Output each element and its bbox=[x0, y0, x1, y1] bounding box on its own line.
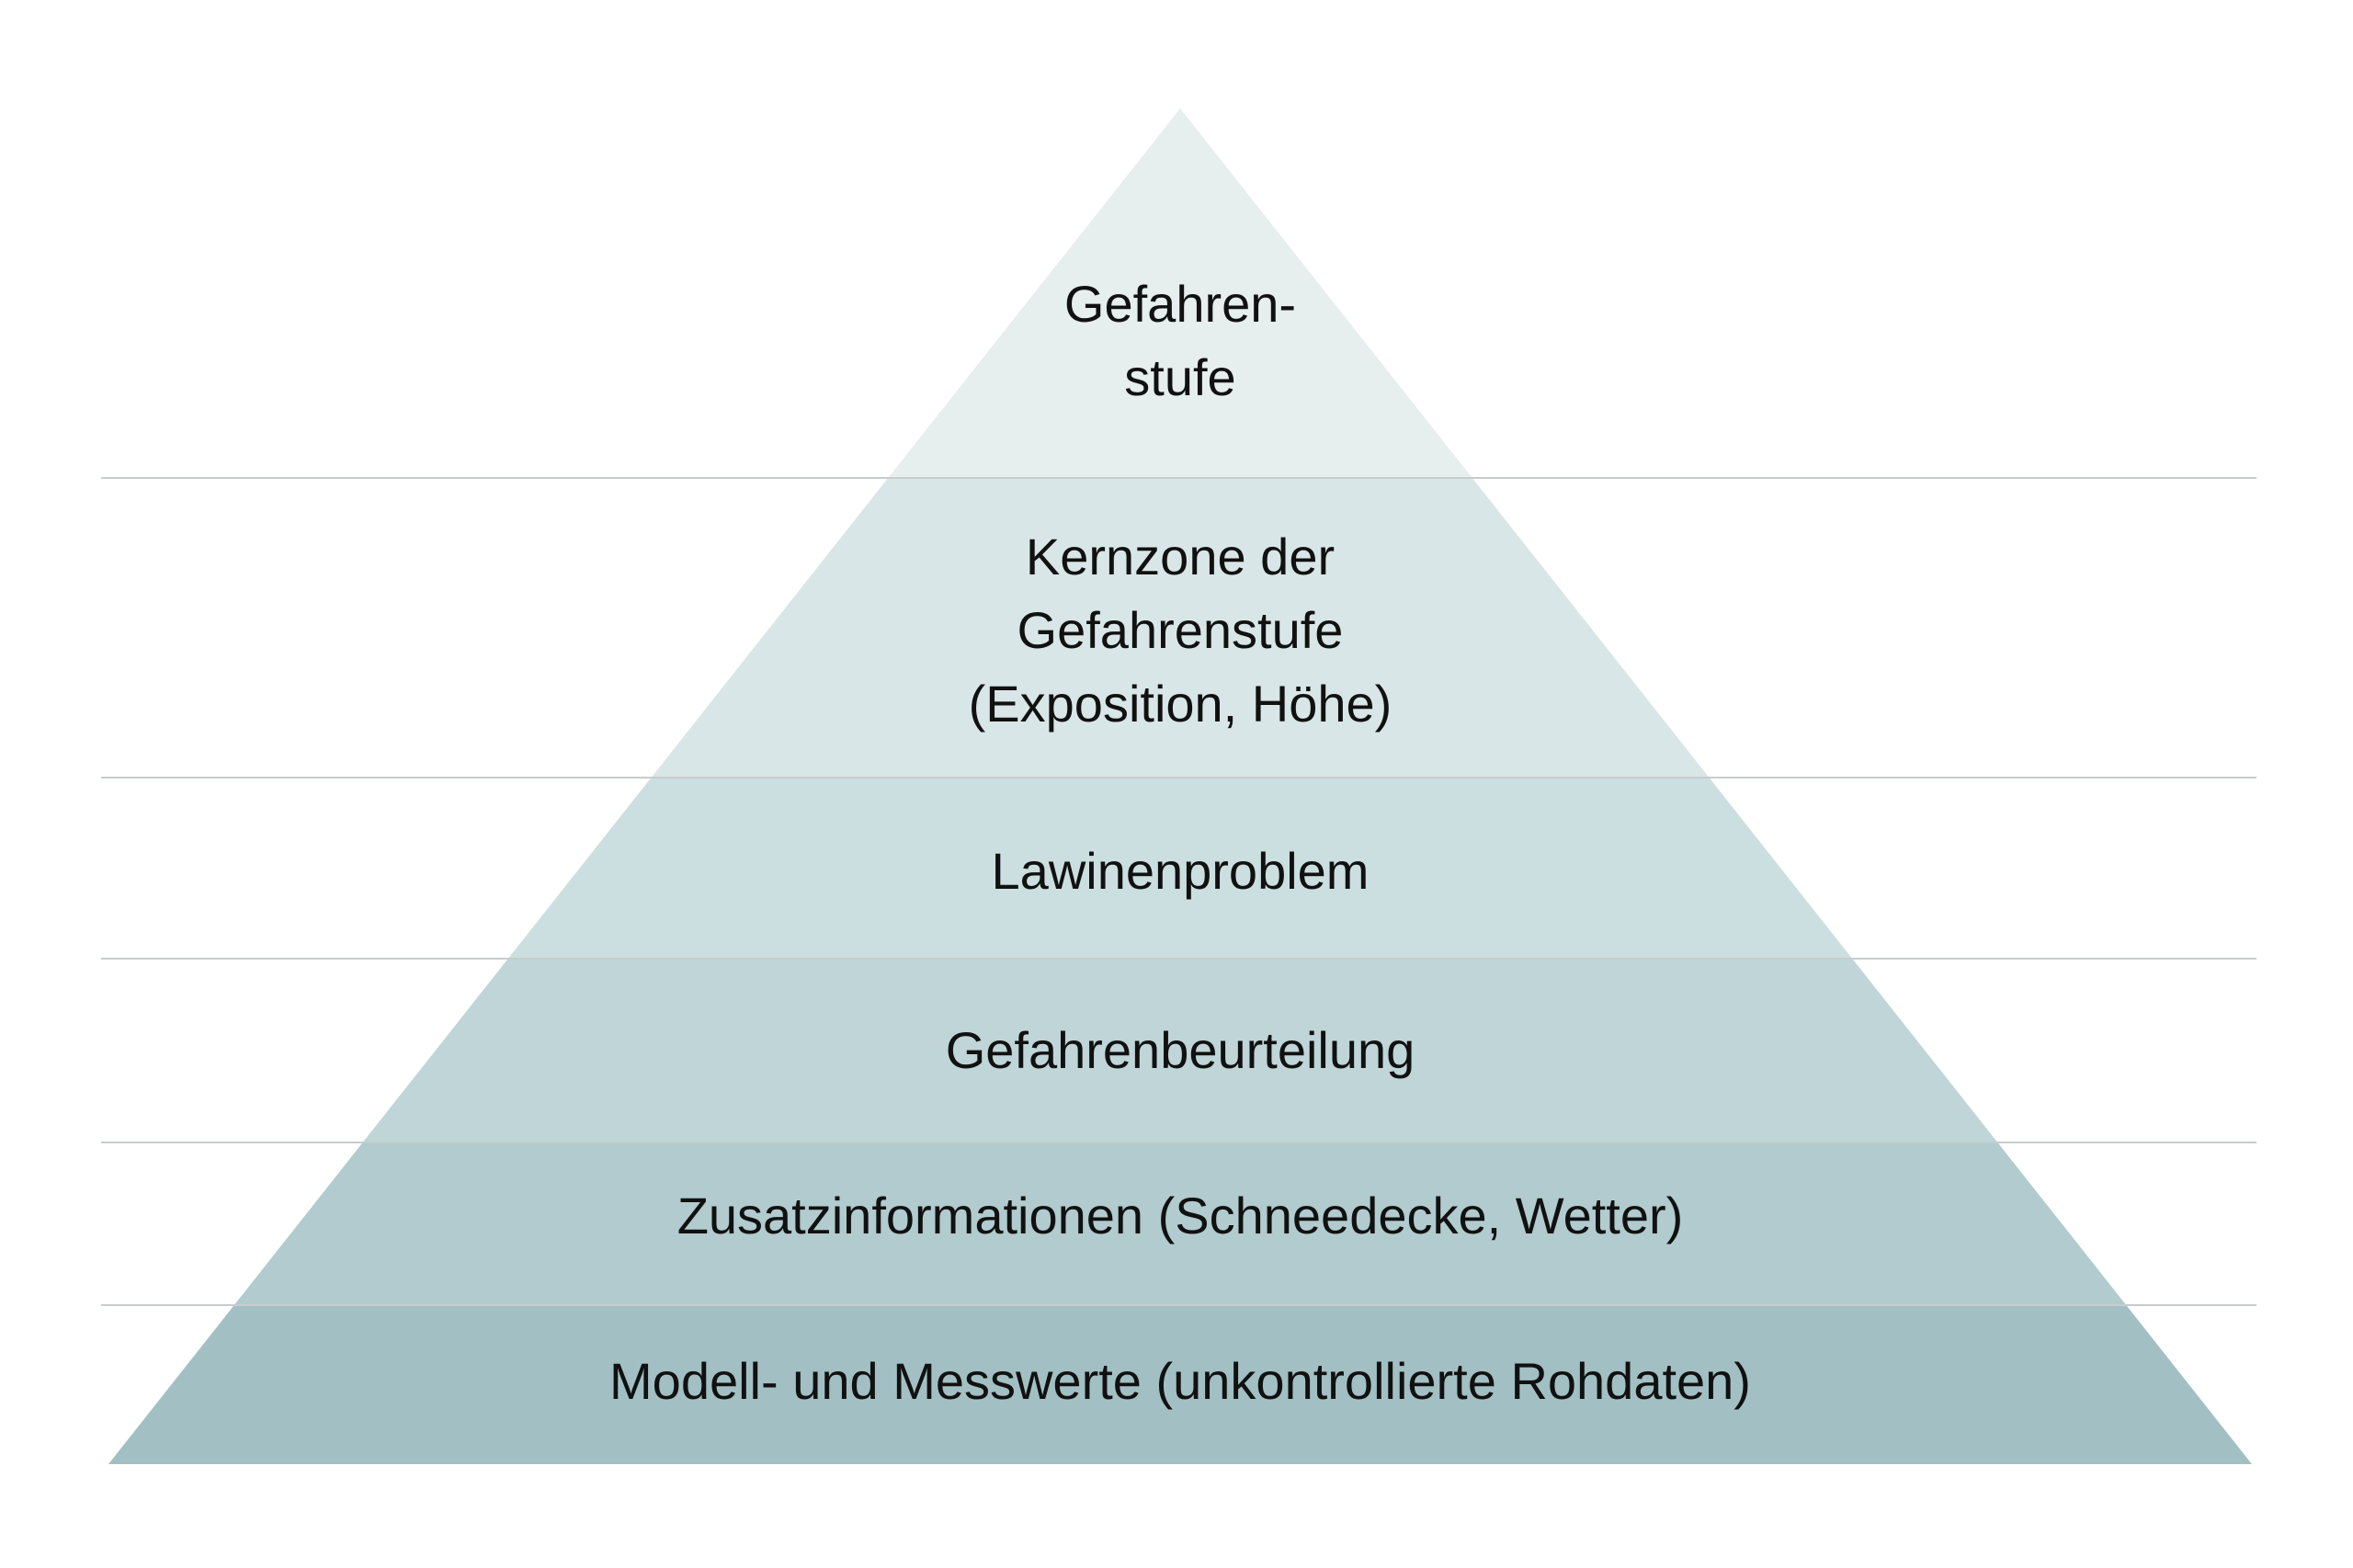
level-dividers bbox=[101, 477, 2256, 1306]
level-2-label-line-3: (Exposition, Höhe) bbox=[969, 675, 1392, 733]
level-1-label-line-1: Gefahren- bbox=[1064, 275, 1296, 333]
level-2-label-line-2: Gefahrenstufe bbox=[1017, 601, 1344, 659]
level-4-label-line-1: Gefahrenbeurteilung bbox=[946, 1021, 1415, 1079]
level-2-label-line-1: Kernzone der bbox=[1026, 528, 1335, 585]
pyramid-level-6 bbox=[108, 1305, 2252, 1464]
level-6-label-line-1: Modell- und Messwerte (unkontrollierte R… bbox=[609, 1352, 1751, 1410]
pyramid-level-5 bbox=[108, 1142, 2252, 1305]
level-5-label-line-1: Zusatzinformationen (Schneedecke, Wetter… bbox=[677, 1187, 1684, 1244]
level-1-label-line-2: stufe bbox=[1124, 348, 1235, 406]
level-3-label-line-1: Lawinenproblem bbox=[992, 842, 1370, 900]
